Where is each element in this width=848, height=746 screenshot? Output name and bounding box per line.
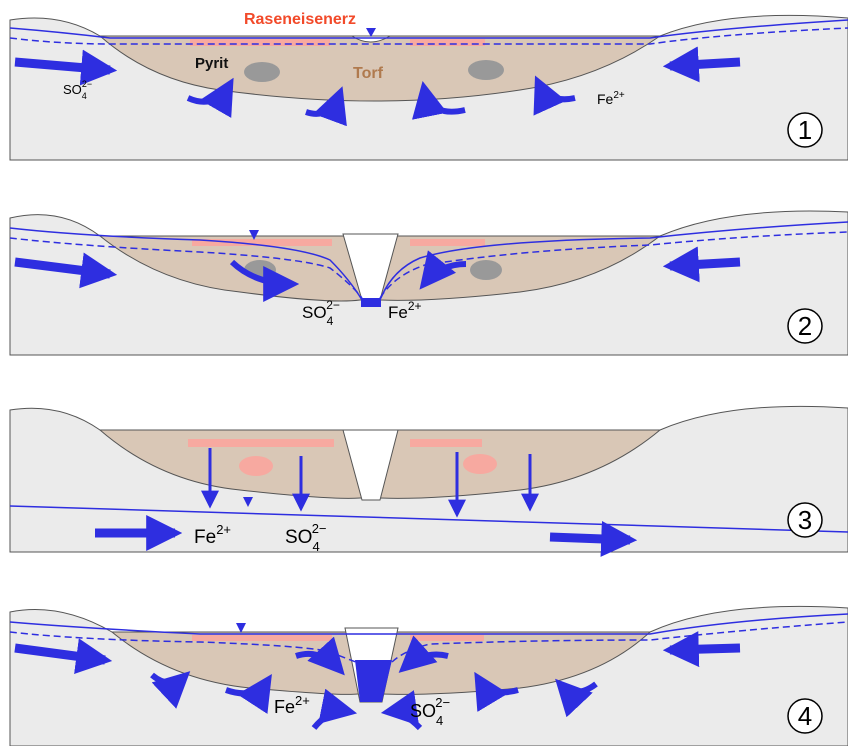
bog-iron-ore-layer: [410, 635, 484, 641]
groundwater-table: [9, 613, 848, 635]
panel-1: Raseneisenerz Pyrit Torf SO42− Fe2+ 1: [9, 11, 848, 161]
panel-number-circle: [787, 308, 823, 344]
bog-iron-ore-label: Raseneisenerz: [244, 11, 356, 28]
water-level-marker: [366, 28, 376, 37]
panel-3: Fe2+ SO42− 3: [9, 405, 848, 557]
groundwater-table-dashed: [9, 237, 363, 299]
pyrite-nodule: [470, 260, 502, 280]
pyrite-nodule: [244, 62, 280, 82]
groundwater-table: [379, 221, 848, 301]
bog-iron-ore-layer: [190, 39, 330, 46]
bog-iron-ore-layer: [410, 439, 482, 447]
groundwater-table-dashed: [9, 27, 848, 45]
peat-basin: [98, 35, 662, 102]
panel-2: SO42− Fe2+ 2: [9, 210, 848, 356]
pyrite-label: Pyrit: [195, 55, 228, 72]
upwelling-arrow: [186, 77, 234, 118]
panel-4: Fe2+ SO42− 4: [9, 605, 848, 746]
groundwater-table: [9, 19, 848, 39]
panel-number: 2: [798, 311, 812, 341]
ditch-water: [361, 298, 381, 307]
water-level-marker: [236, 623, 246, 633]
water-level-marker: [249, 230, 259, 240]
iron-label: Fe2+: [194, 522, 231, 548]
panel-number: 1: [798, 115, 812, 145]
groundwater-inflow-arrow: [14, 252, 118, 289]
water-level-marker: [243, 497, 253, 507]
bog-iron-ore-layer: [192, 635, 332, 641]
groundwater-inflow-arrow: [662, 246, 741, 283]
sulfate-label: SO42−: [302, 298, 340, 328]
sulfate-label: SO42−: [410, 695, 450, 728]
flow-arrow: [225, 673, 272, 714]
bog-iron-ore-layer: [188, 439, 334, 447]
panel-number: 4: [798, 701, 812, 731]
bog-iron-ore-layer: [410, 239, 485, 246]
groundwater-table: [9, 227, 363, 301]
bog-iron-ore-layer: [192, 239, 332, 246]
flow-arrow: [295, 636, 345, 676]
groundwater-table: [9, 505, 848, 533]
upwelling-arrow: [412, 80, 466, 120]
drainage-ditch: [342, 429, 399, 501]
iron-label: Fe2+: [597, 90, 625, 107]
upwelling-arrow: [305, 86, 347, 127]
groundwater-table-dashed: [391, 621, 848, 663]
sulfate-label: SO42−: [285, 521, 327, 554]
groundwater-outflow-arrow: [549, 520, 638, 557]
panel-number-circle: [787, 502, 823, 538]
oxidized-nodule: [239, 456, 273, 476]
sulfate-label: SO42−: [63, 79, 92, 101]
upwelling-arrow: [533, 75, 576, 116]
iron-label: Fe2+: [274, 693, 310, 717]
groundwater-inflow-arrow: [662, 631, 741, 668]
flow-arrow: [398, 635, 449, 673]
oxidized-nodule: [463, 454, 497, 474]
groundwater-inflow-arrow: [14, 49, 118, 86]
flow-arrow: [229, 259, 300, 302]
flow-arrow: [150, 671, 191, 709]
panel-number-circle: [787, 112, 823, 148]
groundwater-inflow-arrow: [14, 638, 113, 675]
panel-number: 3: [798, 505, 812, 535]
pyrite-nodule: [468, 60, 504, 80]
panel-number-circle: [787, 698, 823, 734]
flow-arrow: [380, 690, 423, 731]
flow-arrow: [474, 671, 519, 712]
groundwater-inflow-arrow: [662, 46, 741, 83]
bog-iron-ore-layer: [410, 39, 485, 46]
groundwater-table-dashed: [379, 231, 848, 299]
iron-label: Fe2+: [388, 299, 422, 322]
flow-arrow: [555, 678, 598, 718]
flow-arrow: [311, 688, 358, 730]
flow-arrow: [419, 250, 467, 290]
peat-label: Torf: [353, 65, 384, 82]
